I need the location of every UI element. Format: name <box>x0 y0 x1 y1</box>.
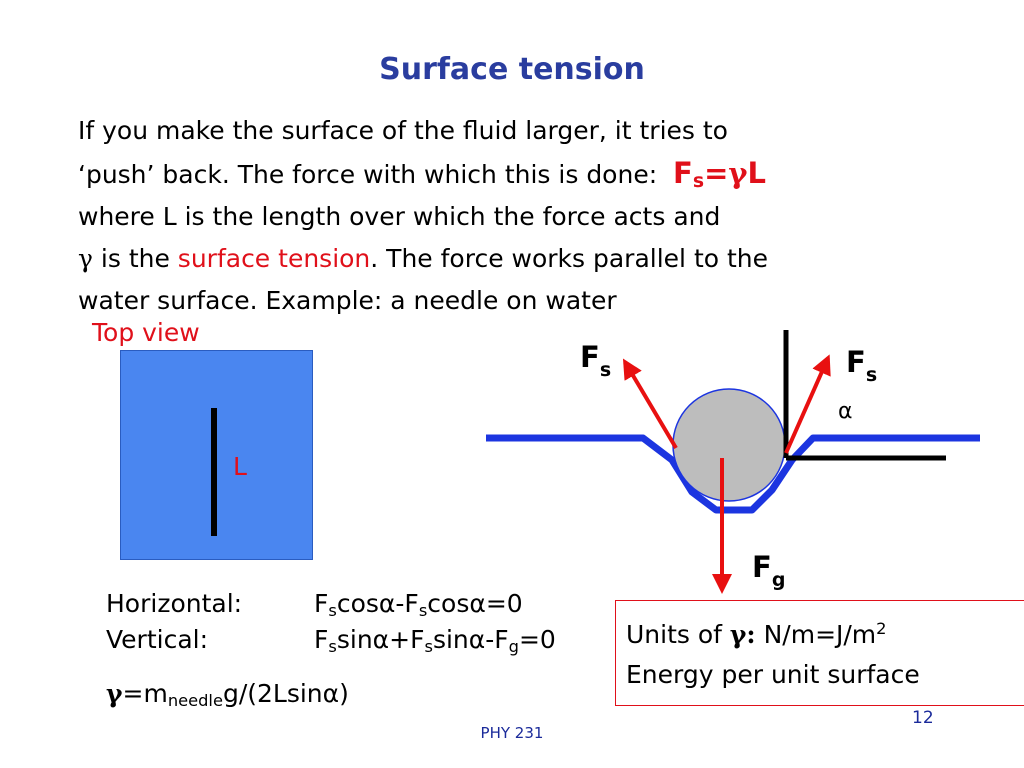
fs-left-arrow <box>622 358 678 450</box>
fs-left-label: Fs <box>580 340 611 381</box>
water-surface-line <box>486 434 980 514</box>
para-line-3: where L is the length over which the for… <box>78 202 721 231</box>
surface-tension-term: surface tension <box>177 244 371 273</box>
footer-course: PHY 231 <box>480 724 544 742</box>
needle-length-label: L <box>233 452 247 481</box>
needle-cross-section <box>672 388 786 502</box>
units-line: Units of γ: N/m=J/m2 <box>626 619 887 649</box>
para-line-2: ‘push’ back. The force with which this i… <box>78 152 998 196</box>
top-view-label: Top view <box>92 318 200 347</box>
energy-line: Energy per unit surface <box>626 660 920 689</box>
horizontal-label: Horizontal: <box>106 589 243 618</box>
gamma-equation: γ=mneedleg/(2Lsinα) <box>106 679 349 710</box>
vertical-equation: Fssinα+Fssinα-Fg=0 <box>314 625 556 656</box>
page-number: 12 <box>912 708 934 728</box>
needle-top-view <box>211 408 217 536</box>
para-line-1: If you make the surface of the fluid lar… <box>78 116 728 145</box>
slide-title: Surface tension <box>379 52 645 87</box>
horizontal-equation: Fscosα-Fscosα=0 <box>314 589 523 620</box>
vertical-label: Vertical: <box>106 625 209 654</box>
alpha-label: α <box>838 399 853 424</box>
intro-paragraph: If you make the surface of the fluid lar… <box>78 110 998 322</box>
para-line-2-text: ‘push’ back. The force with which this i… <box>78 160 658 189</box>
units-box: Units of γ: N/m=J/m2 Energy per unit sur… <box>615 600 1024 706</box>
fg-label: Fg <box>752 550 785 591</box>
fs-right-label: Fs <box>846 345 877 386</box>
gamma-symbol: γ <box>78 244 93 273</box>
formula-fs: Fs=γL <box>673 156 767 192</box>
para-line-5: water surface. Example: a needle on wate… <box>78 286 617 315</box>
para-line-4: γ is the surface tension. The force work… <box>78 244 769 273</box>
fs-right-arrow <box>784 354 831 454</box>
